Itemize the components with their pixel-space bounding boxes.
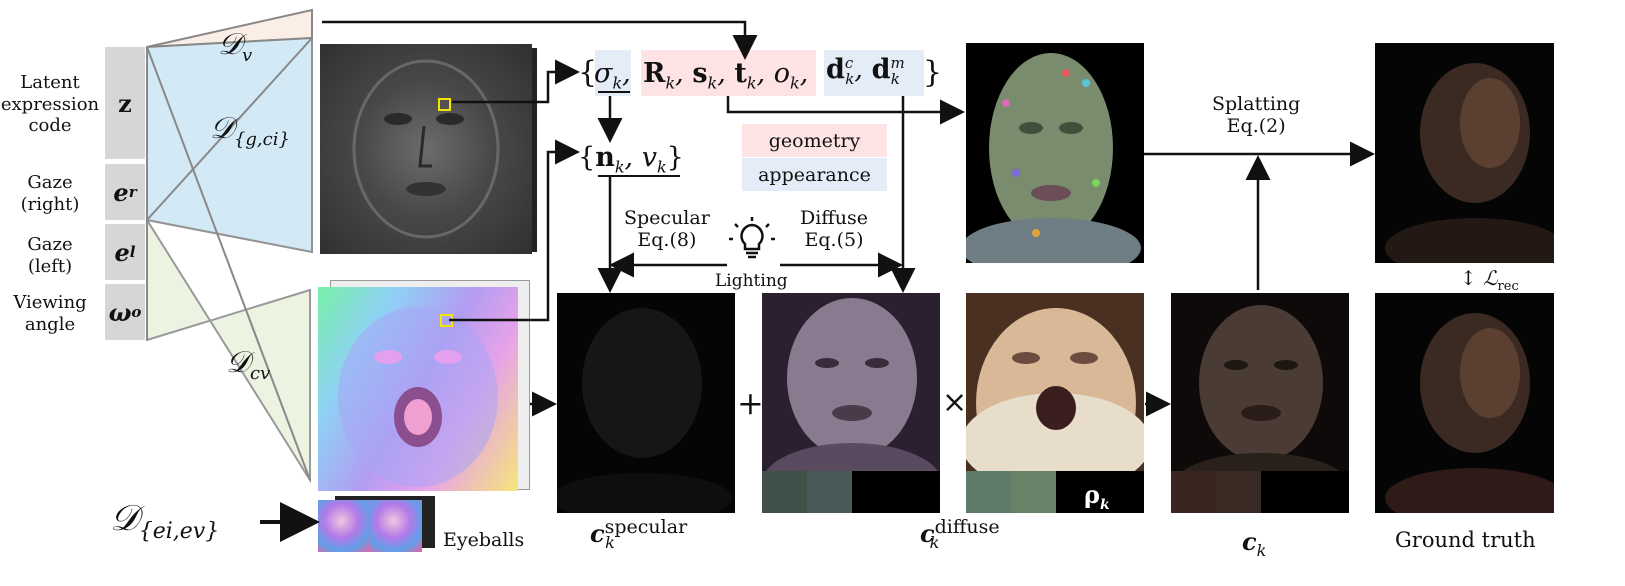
param-sigma-box bbox=[595, 50, 631, 96]
color-sample-highlight bbox=[440, 314, 453, 327]
lightbulb-icon bbox=[729, 217, 775, 259]
geometry-map bbox=[320, 44, 532, 254]
times-sign: × bbox=[942, 385, 968, 420]
lighting-label: Lighting bbox=[715, 271, 788, 291]
input-gaze-right-label: Gaze(right) bbox=[20, 172, 80, 215]
param-appearance-box bbox=[824, 50, 924, 96]
decoder-dcv-label: 𝒟cv bbox=[226, 345, 271, 384]
albedo-map: ρk bbox=[966, 293, 1144, 513]
eyeball-right-map bbox=[370, 500, 422, 552]
specular-map bbox=[557, 293, 735, 513]
caption-c-k: ck bbox=[1242, 527, 1267, 560]
decoder-deiev-label: 𝒟{ei,ev} bbox=[110, 498, 220, 545]
ground-truth-caption: Ground truth bbox=[1395, 528, 1536, 552]
diffuse-shading bbox=[762, 293, 940, 513]
final-color-map bbox=[1171, 293, 1349, 513]
legend-geometry: geometry bbox=[742, 124, 887, 157]
geometry-sample-highlight bbox=[438, 98, 451, 111]
eyeballs-label: Eyeballs bbox=[443, 529, 525, 551]
caption-c-diffuse: cdiffusek bbox=[920, 516, 1000, 552]
param-set2: {nk, vk} bbox=[578, 142, 684, 177]
param-geometry-box bbox=[641, 50, 816, 96]
rho-label: ρk bbox=[1084, 480, 1110, 513]
param-geometry-terms: Rk, sk, tk, ok, bbox=[643, 58, 809, 93]
input-gaze-left-label: Gaze(left) bbox=[27, 234, 73, 277]
param-set-brace-close: } bbox=[923, 55, 943, 90]
param-sigma: σk, bbox=[594, 58, 631, 93]
plus-sign: + bbox=[737, 384, 764, 422]
gaussian-render bbox=[966, 43, 1144, 263]
loss-label: ↕ ℒrec bbox=[1460, 266, 1519, 294]
eyeball-left-map bbox=[318, 500, 370, 552]
legend-appearance: appearance bbox=[742, 158, 887, 191]
decoder-dgci-label: 𝒟{g,ci} bbox=[210, 111, 290, 150]
rendered-face bbox=[1375, 43, 1554, 263]
ground-truth-face bbox=[1375, 293, 1554, 513]
param-appearance-terms: dck, dmk bbox=[826, 54, 905, 89]
param-set-brace-open: { bbox=[578, 55, 598, 90]
decoder-dv-label: 𝒟v bbox=[218, 27, 253, 66]
latent-code-box: z bbox=[105, 47, 145, 159]
color-map bbox=[318, 287, 518, 491]
caption-c-specular: cspeculark bbox=[590, 516, 688, 552]
